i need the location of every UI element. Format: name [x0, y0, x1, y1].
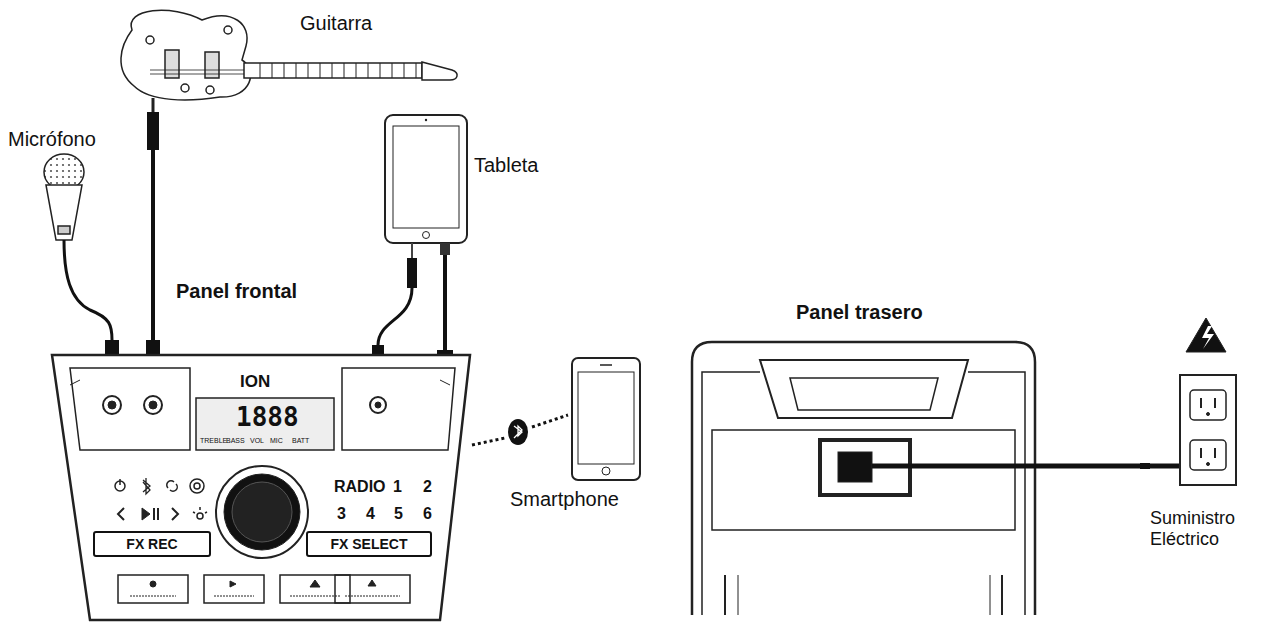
- front-panel: [52, 355, 470, 620]
- button-label: RADIO: [334, 478, 386, 496]
- display-label: BASS: [226, 437, 245, 445]
- button-label: 4: [366, 505, 375, 523]
- button-label: FX SELECT: [330, 536, 407, 552]
- fret: [356, 63, 357, 78]
- guitar: [121, 10, 457, 100]
- brand-logo: ION: [240, 372, 270, 392]
- fret: [308, 63, 309, 78]
- button-label: 3: [337, 505, 346, 523]
- device-label: Guitarra: [300, 12, 372, 35]
- display-label: TREBLE: [200, 437, 227, 445]
- fret: [392, 63, 393, 78]
- fret: [404, 63, 405, 78]
- smartphone: [572, 358, 640, 480]
- fret: [296, 63, 297, 78]
- display-digits: 1888: [236, 403, 299, 433]
- bluetooth-link: [472, 415, 568, 445]
- display-label: VOL: [250, 437, 264, 445]
- button-label: FX REC: [126, 536, 177, 552]
- device-label: Micrófono: [8, 128, 96, 151]
- guitar-cable: [146, 98, 160, 398]
- device-label: Suministro Eléctrico: [1150, 508, 1260, 549]
- fret: [320, 63, 321, 78]
- fret: [272, 63, 273, 78]
- fret: [284, 63, 285, 78]
- button-label: 1: [393, 478, 402, 496]
- button-label: 6: [423, 505, 432, 523]
- button-box: FX SELECT: [306, 531, 432, 557]
- display-label: MIC: [270, 437, 283, 445]
- button-label: 2: [423, 478, 432, 496]
- power-outlet: [1180, 318, 1236, 485]
- button-box: FX REC: [93, 531, 211, 557]
- device-label: Tableta: [474, 154, 539, 177]
- panel-title: Panel trasero: [796, 301, 923, 324]
- panel-title: Panel frontal: [176, 280, 297, 303]
- device-label: Smartphone: [510, 488, 619, 511]
- rear-panel: [692, 342, 1190, 615]
- display-label: BATT: [292, 437, 309, 445]
- fret: [344, 63, 345, 78]
- fret: [260, 63, 261, 78]
- fret: [332, 63, 333, 78]
- fret: [416, 63, 417, 78]
- fret: [380, 63, 381, 78]
- button-label: 5: [394, 505, 403, 523]
- fret: [368, 63, 369, 78]
